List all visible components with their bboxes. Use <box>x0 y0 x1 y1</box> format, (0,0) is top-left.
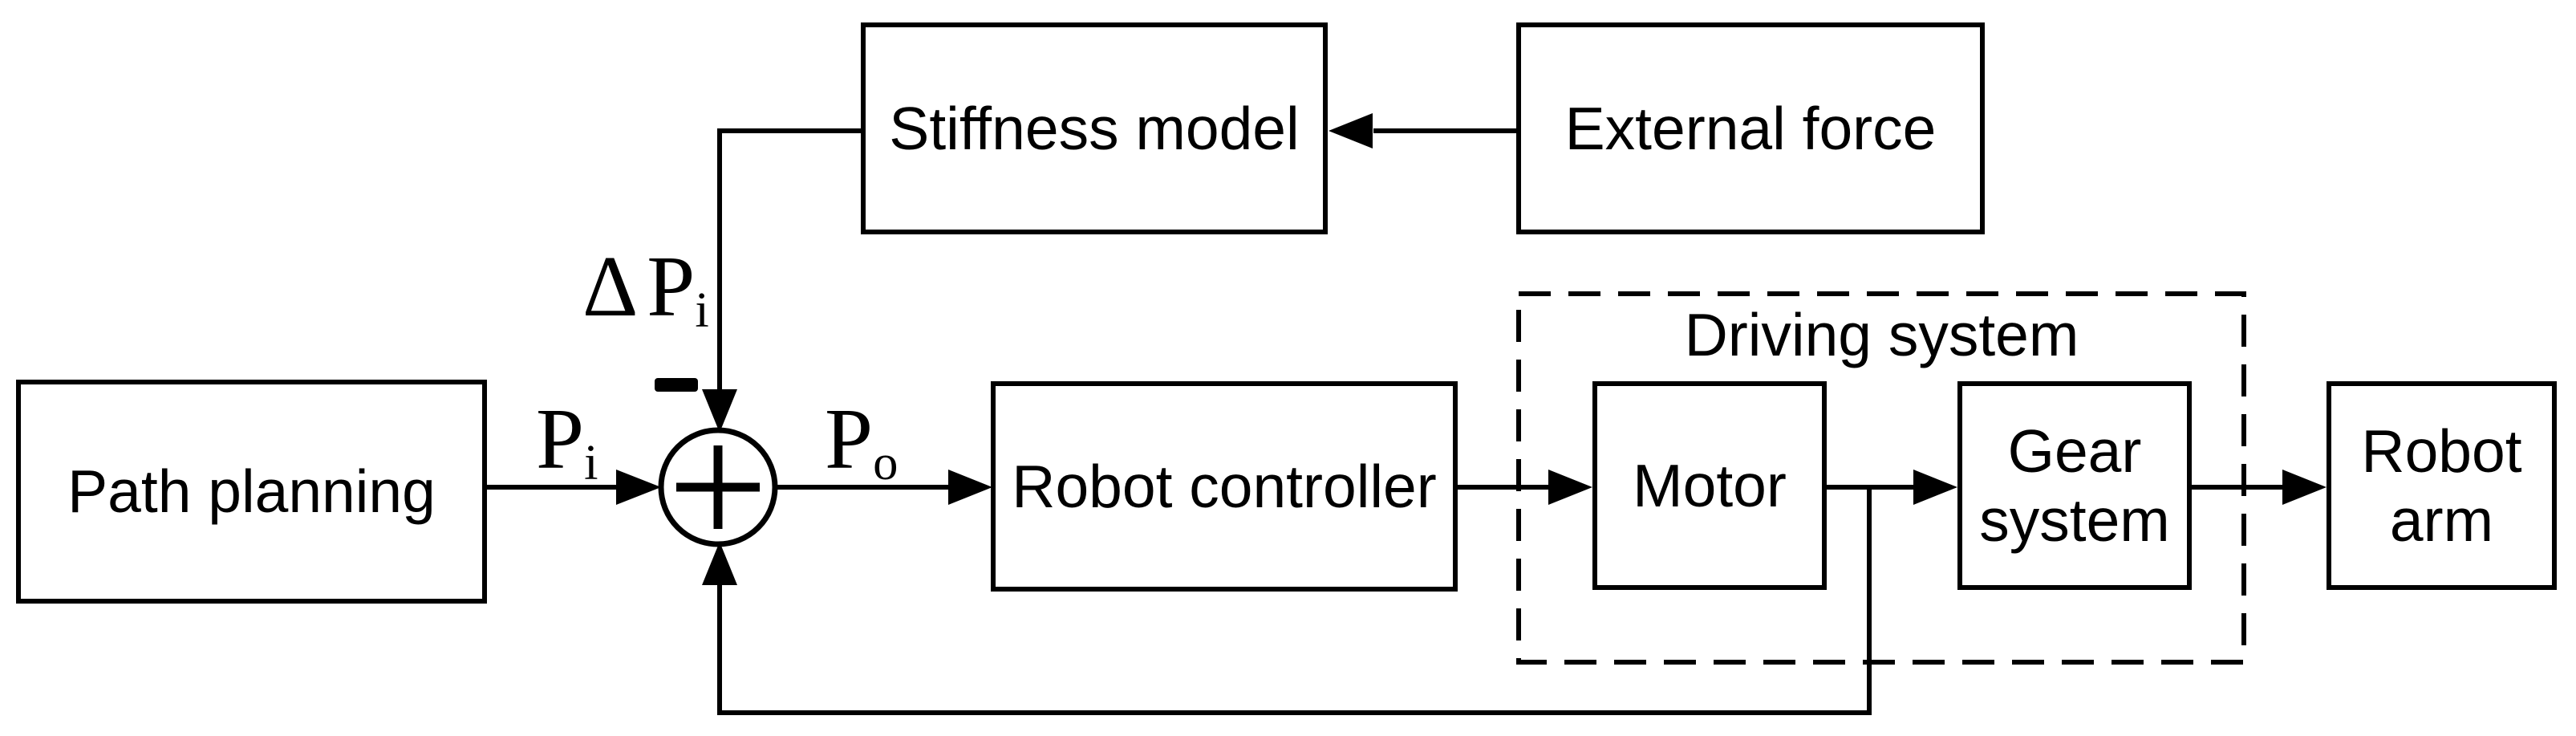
block-stiffness-model: Stiffness model <box>861 22 1328 234</box>
arrowhead-into-gear <box>1913 470 1957 505</box>
block-robot-arm: Robot arm <box>2327 381 2557 590</box>
signal-label-p-i: Pi <box>536 396 598 488</box>
signal-p-o-base: P <box>825 392 874 487</box>
driving-system-dashed-box <box>1516 291 2246 665</box>
arrowhead-into-robotarm <box>2282 470 2327 505</box>
connector-feedback-loop <box>717 487 1872 715</box>
block-robot-controller-label: Robot controller <box>1012 452 1437 520</box>
arrowhead-into-junction-top <box>702 389 737 433</box>
arrowhead-into-junction-bottom <box>702 542 737 585</box>
block-stiffness-model-label: Stiffness model <box>889 94 1300 162</box>
signal-label-p-o: Po <box>825 396 898 488</box>
block-gear-system: Gear system <box>1957 381 2192 590</box>
block-external-force-label: External force <box>1564 94 1937 162</box>
signal-p-o-subscript: o <box>873 433 899 490</box>
signal-label-delta-p-i: ΔPi <box>582 244 709 335</box>
minus-sign <box>655 378 698 392</box>
connector-stiffness-to-junction <box>717 128 861 390</box>
signal-delta-symbol: Δ <box>582 239 639 335</box>
signal-p-i-base: P <box>536 392 585 487</box>
arrowhead-into-controller <box>948 470 992 505</box>
driving-system-group-label: Driving system <box>1684 301 2079 368</box>
arrowhead-into-stiffness <box>1329 113 1373 148</box>
block-external-force: External force <box>1516 22 1985 234</box>
block-path-planning-label: Path planning <box>67 457 436 526</box>
arrowhead-into-junction-left <box>616 470 661 505</box>
signal-delta-p-base: P <box>647 239 696 335</box>
arrowhead-into-motor <box>1548 470 1592 505</box>
block-motor: Motor <box>1592 381 1827 590</box>
block-path-planning: Path planning <box>16 380 487 604</box>
block-gear-system-label: Gear system <box>1979 417 2170 554</box>
signal-p-i-subscript: i <box>584 433 598 490</box>
block-motor-label: Motor <box>1633 451 1787 519</box>
signal-delta-p-subscript: i <box>695 281 709 338</box>
block-robot-controller: Robot controller <box>991 381 1458 592</box>
block-robot-arm-label: Robot arm <box>2361 417 2522 554</box>
